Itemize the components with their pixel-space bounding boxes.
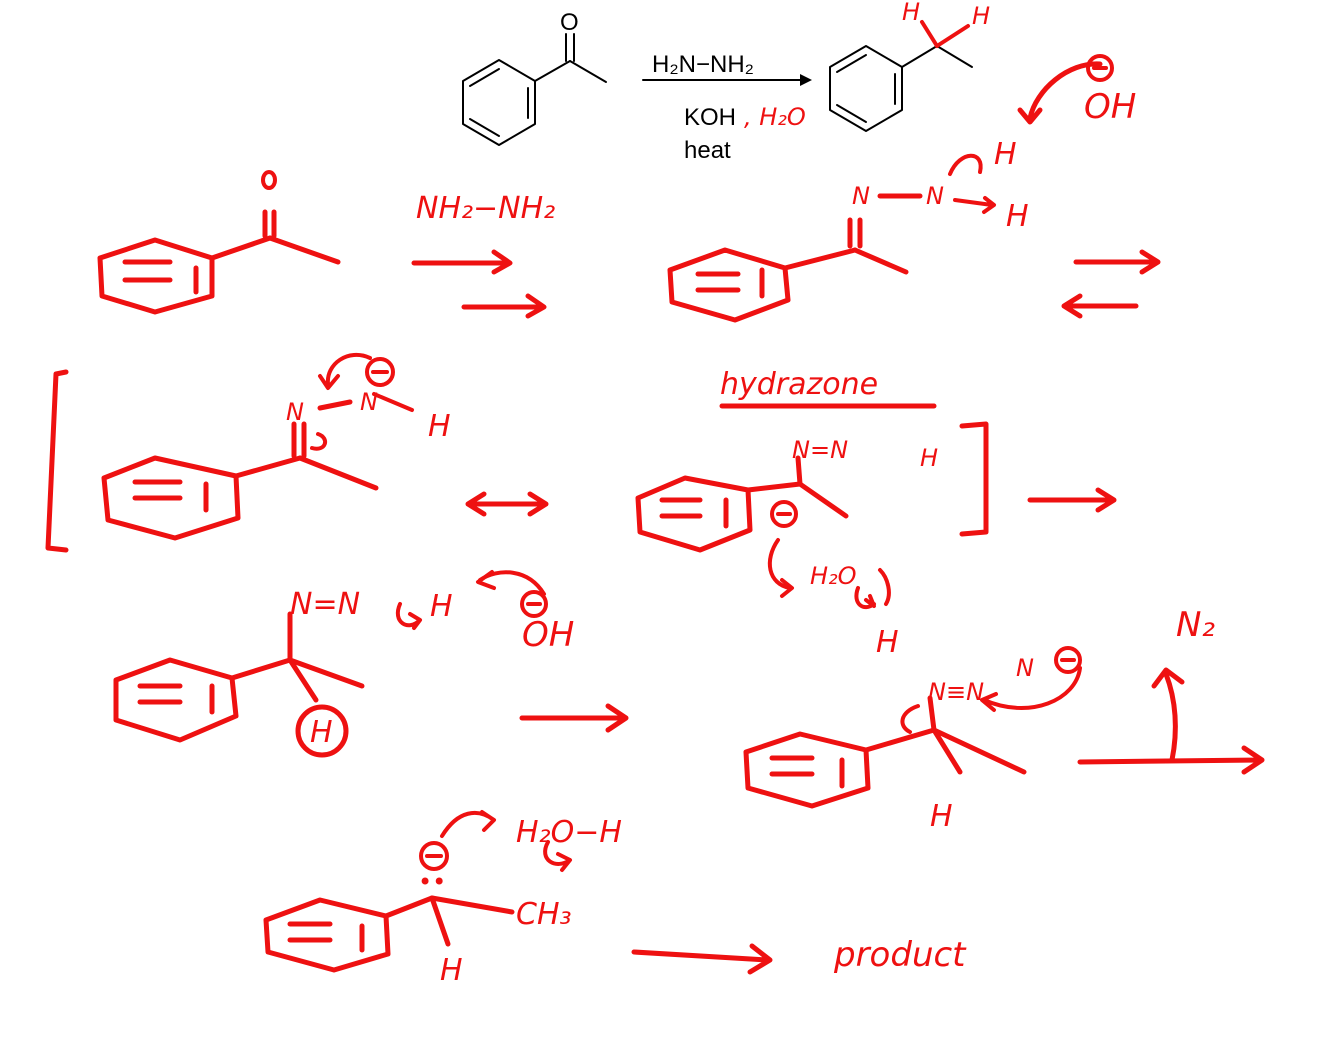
resonance-bracket-right [959,421,989,537]
final-arrow [631,943,773,975]
step4-triple-n: N≡N [928,678,984,706]
carbonyl-oxygen: O [560,9,579,36]
step4-structure [743,646,1082,809]
product-h-right: H [972,2,990,30]
step3-arrow [519,703,629,733]
hydrazone-n2: N [926,182,944,210]
step3-nh: H [430,589,453,624]
methyl-label: CH₃ [516,897,572,932]
n2-loss-arrow [1077,667,1265,775]
anion-structure-b [635,455,891,610]
anion-b-h: H [920,444,938,472]
anion-a-n1: N [286,398,304,426]
anion-structure-a [101,352,414,541]
equilibrium-arrows [1061,249,1161,319]
water-h-mid: H [876,625,899,660]
step4-h: H [930,799,953,834]
water-label-final: H₂O−H [516,815,622,850]
carbanion-lone-pair: •• [418,868,446,896]
step2-arrow [1027,487,1117,513]
conditions-heat: heat [684,137,731,164]
acetophenone-structure: O [462,9,607,146]
reagent-koh: KOH [684,104,736,131]
step5-structure [263,810,572,973]
product-label: product [833,935,967,975]
step5-h: H [440,953,463,988]
step3-structure [113,570,548,758]
hydroxide-label-top: OH [1084,87,1136,127]
step1-reagent: NH₂−NH₂ [416,191,555,226]
nitrogen-gas-label: N₂ [1176,605,1215,645]
anion-b-n-eq-n: N=N [792,436,848,464]
anion-a-n2: N [360,388,378,416]
step1-ketone [97,170,341,315]
hydrazone-label: hydrazone [720,367,878,402]
resonance-bracket-left [45,369,69,553]
reagent-hydrazine: H₂N−NH₂ [652,51,754,78]
nh-proton-lower: H [1006,199,1029,234]
printed-reaction: O H₂N−NH₂ KOH , H₂O heat H H [462,0,990,164]
step3-n-eq-n: N=N [290,587,360,622]
reaction-arrow [642,74,812,86]
step1-product [667,61,1103,323]
reagent-water: , H₂O [744,103,806,131]
anion-a-h: H [428,409,451,444]
water-label-mid: H₂O [810,562,857,590]
step4-terminal-n: N [1016,654,1034,682]
hydroxide-top [1086,54,1114,82]
nh-proton-upper: H [994,137,1017,172]
product-h-left: H [902,0,920,26]
ethylbenzene-structure [829,20,973,132]
resonance-arrow [465,491,549,517]
step3-added-h: H [310,715,333,750]
hydrazone-n1: N [852,182,870,210]
step1-arrows [411,249,547,319]
hydroxide-label-mid: OH [522,615,574,655]
